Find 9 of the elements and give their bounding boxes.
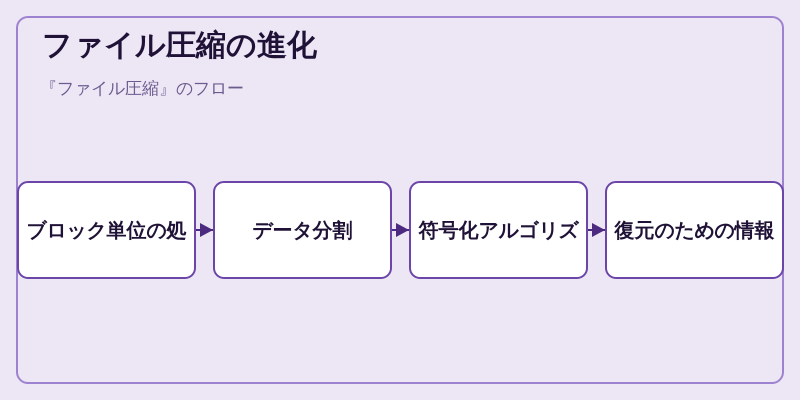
- process-box: 符号化アルゴリズ: [409, 181, 588, 279]
- process-box: ブロック単位の処: [17, 181, 196, 279]
- process-box: データ分割: [213, 181, 392, 279]
- process-box: 復元のための情報: [605, 181, 784, 279]
- arrow: [588, 223, 605, 237]
- title: ファイル圧縮の進化: [42, 28, 317, 64]
- subtitle: 『ファイル圧縮』のフロー: [40, 78, 244, 100]
- arrow: [392, 223, 409, 237]
- arrow: [196, 223, 213, 237]
